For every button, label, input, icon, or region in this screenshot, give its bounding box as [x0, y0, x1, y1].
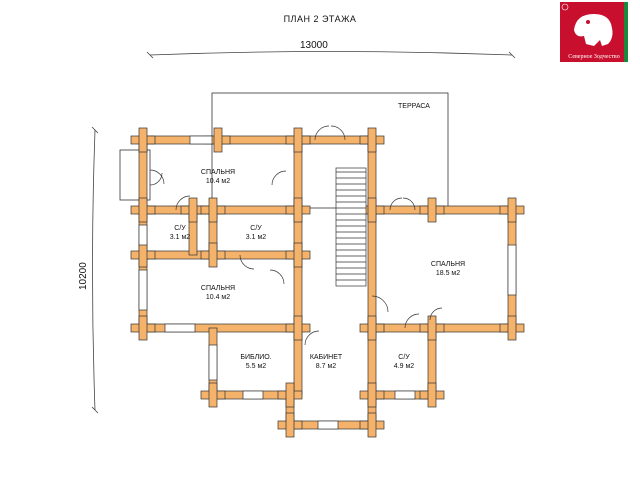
log-wall: [208, 242, 218, 268]
bear-logo-icon: Северное Зодчество: [560, 2, 628, 62]
company-logo: Северное Зодчество: [558, 0, 630, 64]
log-wall: [293, 139, 303, 329]
log-wall: [367, 315, 377, 341]
window: [394, 390, 416, 400]
room-wc-2: С/У 3.1 м2: [236, 224, 276, 242]
plan-title: ПЛАН 2 ЭТАЖА: [283, 14, 357, 24]
door-swing: [271, 170, 287, 186]
log-wall: [293, 242, 303, 268]
room-bedroom-2: СПАЛЬНЯ 10.4 м2: [190, 284, 246, 302]
log-wall: [367, 382, 377, 408]
log-wall: [138, 197, 148, 223]
room-name: С/У: [398, 354, 410, 361]
log-wall: [367, 139, 377, 329]
door-swing: [175, 195, 191, 211]
window: [138, 224, 148, 246]
stairs: [335, 167, 367, 287]
room-area: 10.4 м2: [205, 178, 231, 185]
door-swing: [239, 254, 255, 270]
door-swing: [314, 125, 330, 141]
room-area: 3.1 м2: [169, 234, 191, 241]
log-wall: [138, 127, 148, 153]
window: [208, 344, 218, 381]
room-office: КАБИНЕТ 8.7 м2: [304, 353, 348, 371]
window: [242, 390, 264, 400]
log-wall: [285, 382, 295, 408]
room-name: СПАЛЬНЯ: [200, 285, 236, 292]
room-area: 4.9 м2: [393, 363, 415, 370]
log-wall: [367, 412, 377, 438]
room-wc-1: С/У 3.1 м2: [160, 224, 200, 242]
windows: [138, 135, 517, 430]
window: [317, 420, 339, 430]
room-bedroom-1: СПАЛЬНЯ 10.4 м2: [190, 168, 246, 186]
door-swing: [371, 295, 389, 313]
room-bedroom-3: СПАЛЬНЯ 18.5 м2: [418, 260, 478, 278]
height-dimension: 10200: [78, 262, 89, 290]
log-wall: [507, 315, 517, 341]
room-wc-3: С/У 4.9 м2: [386, 353, 422, 371]
door-swing: [402, 197, 416, 211]
room-name: С/У: [250, 225, 262, 232]
width-dimension: 13000: [300, 40, 328, 51]
log-wall: [507, 197, 517, 223]
door-swing: [404, 313, 420, 329]
logo-text: Северное Зодчество: [568, 54, 619, 60]
terrace-label: ТЕРРАСА: [398, 103, 430, 110]
door-swing: [330, 125, 346, 141]
room-area: 3.1 м2: [245, 234, 267, 241]
window: [138, 269, 148, 311]
log-wall: [367, 127, 377, 153]
door-swing: [149, 169, 165, 185]
window: [189, 135, 213, 145]
log-wall: [208, 197, 218, 223]
terrace-outline: [211, 92, 449, 209]
door-swing: [269, 269, 285, 285]
window: [164, 323, 196, 333]
log-wall: [138, 315, 148, 341]
log-wall: [367, 197, 377, 223]
room-area: 5.5 м2: [245, 363, 267, 370]
room-name: БИБЛИО.: [240, 354, 272, 361]
room-name: СПАЛЬНЯ: [430, 261, 466, 268]
door-swing: [429, 307, 443, 321]
log-wall: [213, 127, 223, 153]
room-name: СПАЛЬНЯ: [200, 169, 236, 176]
room-area: 10.4 м2: [205, 294, 231, 301]
dimension-lines: [91, 51, 516, 414]
room-area: 8.7 м2: [315, 363, 337, 370]
log-wall: [208, 382, 218, 408]
door-swing: [149, 172, 163, 186]
room-area: 18.5 м2: [435, 270, 461, 277]
log-wall: [293, 127, 303, 153]
door-swings: [149, 125, 443, 346]
log-wall: [188, 197, 198, 223]
window: [507, 244, 517, 296]
room-name: С/У: [174, 225, 186, 232]
log-wall: [293, 197, 303, 223]
door-swing: [389, 197, 403, 211]
log-wall: [293, 315, 303, 341]
room-name: КАБИНЕТ: [309, 354, 343, 361]
log-wall: [138, 242, 148, 268]
log-wall: [427, 315, 437, 341]
log-wall: [427, 197, 437, 223]
log-wall: [427, 382, 437, 408]
room-library: БИБЛИО. 5.5 м2: [234, 353, 278, 371]
balcony-box: [119, 149, 151, 201]
door-swing: [304, 330, 320, 346]
log-wall: [285, 412, 295, 438]
